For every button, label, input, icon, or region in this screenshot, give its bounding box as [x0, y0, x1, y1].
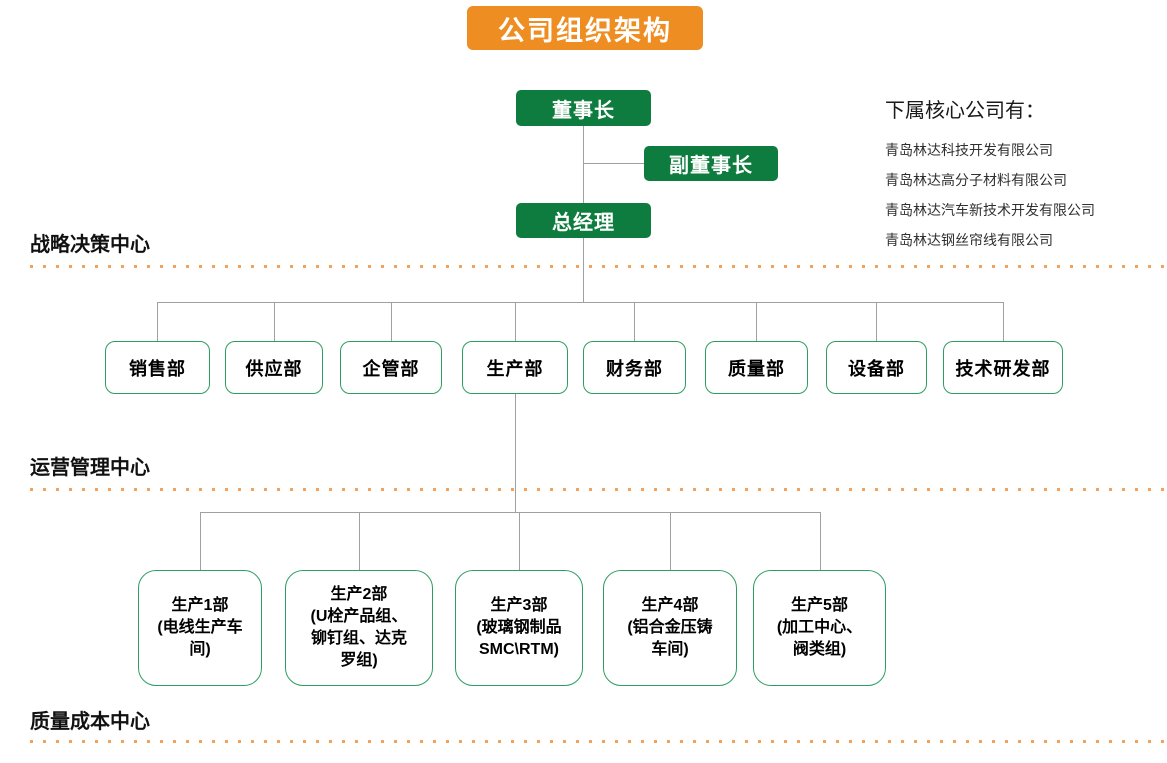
connector-line	[670, 512, 671, 570]
connector-line	[519, 512, 520, 570]
connector-line	[157, 302, 1003, 303]
node-vice-chairman: 副董事长	[644, 146, 778, 181]
subsidiaries-heading: 下属核心公司有：	[885, 100, 1045, 122]
node-production-unit-2: 生产2部 (U栓产品组、 铆钉组、达克 罗组)	[285, 570, 433, 686]
section-label-operations: 运营管理中心	[30, 457, 150, 479]
connector-line	[583, 238, 584, 302]
connector-line	[634, 302, 635, 341]
node-dept-rnd: 技术研发部	[943, 341, 1063, 394]
connector-line	[359, 512, 360, 570]
dotted-divider	[30, 265, 1167, 268]
connector-line	[876, 302, 877, 341]
page-title: 公司组织架构	[467, 6, 703, 50]
node-dept-quality: 质量部	[705, 341, 808, 394]
node-production-unit-3: 生产3部 (玻璃钢制品 SMC\RTM)	[455, 570, 583, 686]
connector-line	[200, 512, 201, 570]
subsidiary-item: 青岛林达钢丝帘线有限公司	[885, 232, 1053, 248]
section-label-quality-cost: 质量成本中心	[30, 711, 150, 733]
node-dept-finance: 财务部	[583, 341, 686, 394]
connector-line	[1003, 302, 1004, 341]
node-dept-equipment: 设备部	[826, 341, 927, 394]
connector-line	[157, 302, 158, 341]
subsidiary-item: 青岛林达科技开发有限公司	[885, 142, 1053, 158]
section-label-strategy: 战略决策中心	[30, 234, 150, 256]
connector-line	[515, 302, 516, 341]
subsidiaries-list: 下属核心公司有： 青岛林达科技开发有限公司 青岛林达高分子材料有限公司 青岛林达…	[885, 94, 1160, 255]
dotted-divider	[30, 488, 1167, 491]
connector-line	[756, 302, 757, 341]
dotted-divider	[30, 740, 1167, 743]
node-dept-enterprise-mgmt: 企管部	[340, 341, 442, 394]
node-chairman: 董事长	[516, 90, 651, 126]
connector-line	[583, 163, 644, 164]
connector-line	[391, 302, 392, 341]
connector-line	[200, 512, 820, 513]
node-production-unit-1: 生产1部 (电线生产车 间)	[138, 570, 262, 686]
connector-line	[274, 302, 275, 341]
node-general-manager: 总经理	[516, 203, 651, 238]
node-production-unit-5: 生产5部 (加工中心、 阀类组)	[753, 570, 886, 686]
node-dept-sales: 销售部	[105, 341, 210, 394]
node-production-unit-4: 生产4部 (铝合金压铸 车间)	[603, 570, 737, 686]
connector-line	[820, 512, 821, 570]
connector-line	[583, 126, 584, 203]
subsidiary-item: 青岛林达高分子材料有限公司	[885, 172, 1067, 188]
node-dept-production: 生产部	[462, 341, 568, 394]
connector-line	[515, 394, 516, 512]
subsidiary-item: 青岛林达汽车新技术开发有限公司	[885, 202, 1095, 218]
node-dept-supply: 供应部	[225, 341, 323, 394]
